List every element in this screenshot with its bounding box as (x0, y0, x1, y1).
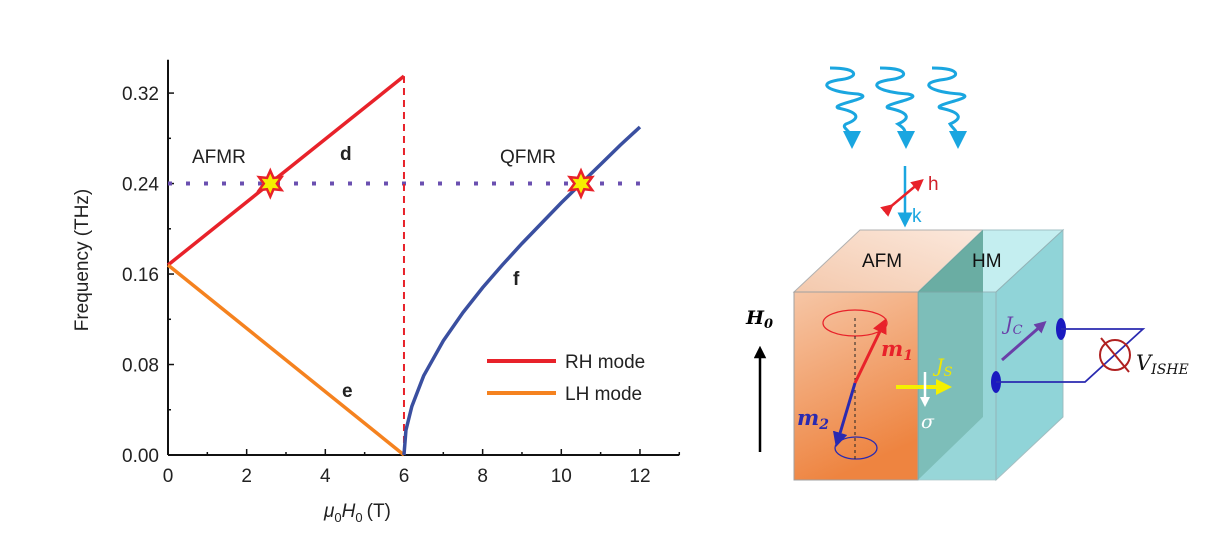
voltmeter-needle (1100, 337, 1130, 373)
axes: 0 2 4 6 8 10 12 0.00 0.08 0.16 0.24 0.32 (122, 59, 681, 487)
legend-label-lh: LH mode (565, 384, 642, 405)
charge-current-arrow (1001, 321, 1047, 362)
hm-side-face (995, 228, 1064, 482)
h0-label: H0 (745, 307, 773, 332)
voltmeter-icon (1099, 339, 1131, 371)
annotation-afmr: AFMR (192, 147, 246, 168)
y-tick-label: 0.08 (122, 356, 159, 377)
hm-front-face (917, 291, 997, 481)
x-tick-label: 10 (551, 466, 572, 487)
v-ishe-label: VISHE (1136, 351, 1189, 378)
x-tick-label: 4 (320, 466, 331, 487)
x-tick-label: 12 (629, 466, 650, 487)
k-label: k (912, 206, 922, 227)
x-tick-label: 2 (241, 466, 252, 487)
m1-arrow (853, 318, 887, 384)
x-tick-label: 0 (163, 466, 174, 487)
y-tick-label: 0.00 (122, 446, 159, 467)
precession-top (822, 309, 888, 337)
precession-bottom (834, 436, 878, 460)
wire (996, 328, 1146, 383)
series-rh-mode (166, 74, 406, 267)
annotation-e: e (342, 381, 353, 402)
voltage-circuit (991, 318, 1146, 393)
sample-cube: AFM HM (792, 228, 1065, 482)
series-lh-mode (166, 263, 406, 457)
contact-bottom (991, 371, 1001, 393)
wave-icon (825, 66, 865, 149)
afm-front-face (793, 291, 919, 481)
microwave-waves (825, 66, 967, 149)
contact-top (1056, 318, 1066, 340)
interface-face (918, 230, 983, 480)
h-vector-arrow (880, 178, 924, 217)
y-tick-label: 0.24 (122, 175, 159, 196)
m2-label: m2 (797, 405, 829, 433)
sigma-label: σ (921, 411, 935, 433)
series-f (402, 125, 642, 456)
hm-back-face (918, 230, 1063, 480)
frequency-field-chart: 0 2 4 6 8 10 12 0.00 0.08 0.16 0.24 0.32 AFMR d QFM… (72, 59, 681, 525)
x-tick-label: 8 (477, 466, 488, 487)
wave-icon (927, 66, 967, 149)
m2-arrow (832, 382, 857, 448)
m1-label: m1 (881, 336, 913, 364)
hm-top-face (916, 229, 1065, 293)
star-marker-qfmr (566, 167, 595, 200)
hm-label: HM (972, 251, 1002, 272)
star-marker-afmr (256, 167, 285, 200)
x-axis-label: μ0H0(T) (323, 501, 391, 525)
afm-label: AFM (862, 251, 902, 272)
legend-label-rh: RH mode (565, 352, 645, 373)
h-label: h (928, 174, 939, 195)
x-tick-label: 6 (399, 466, 410, 487)
y-axis-label: Frequency (THz) (72, 189, 93, 332)
legend: RH mode LH mode (487, 352, 645, 405)
jc-label: JC (1001, 313, 1023, 338)
y-tick-label: 0.32 (122, 84, 159, 105)
annotation-d: d (340, 144, 352, 165)
js-label: JS (932, 355, 953, 380)
annotation-qfmr: QFMR (500, 147, 556, 168)
annotation-f: f (513, 269, 520, 290)
afm-top-face (792, 229, 985, 293)
wave-icon (875, 66, 915, 149)
chart-marks (166, 74, 642, 457)
y-tick-label: 0.16 (122, 265, 159, 286)
